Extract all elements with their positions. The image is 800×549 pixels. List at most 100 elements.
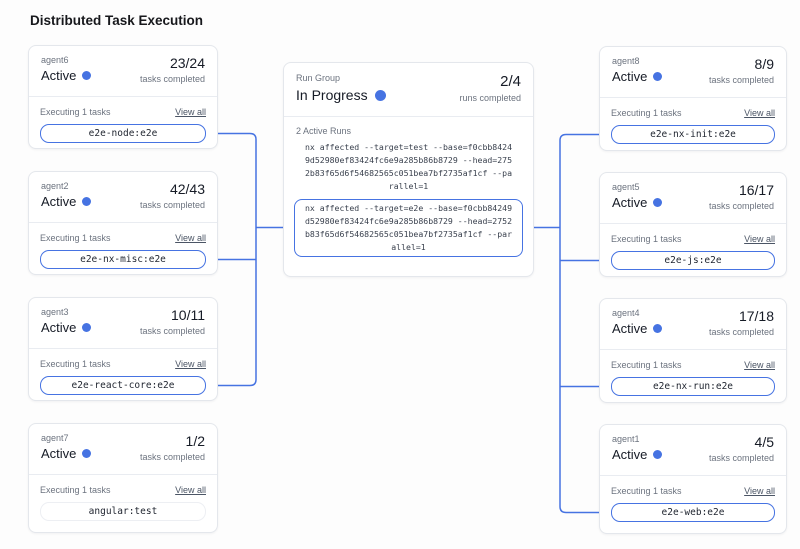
tasks-progress: 23/24 [140, 55, 205, 71]
tasks-completed-label: tasks completed [140, 452, 205, 462]
agent-status: Active [612, 69, 647, 84]
agent-card-body: Executing 1 tasks View all e2e-node:e2e [29, 96, 217, 143]
executing-label: Executing 1 tasks [611, 234, 682, 244]
view-all-link[interactable]: View all [175, 107, 206, 117]
active-status-dot-icon [82, 449, 91, 458]
executing-label: Executing 1 tasks [611, 108, 682, 118]
agent-card-agent2: agent2 Active 42/43 tasks completed Exec… [28, 171, 218, 275]
run-group-label: Run Group [296, 73, 386, 83]
agent-card-agent1: agent1 Active 4/5 tasks completed Execut… [599, 424, 787, 534]
agent-status: Active [41, 446, 76, 461]
view-all-link[interactable]: View all [744, 486, 775, 496]
view-all-link[interactable]: View all [175, 485, 206, 495]
agent-card-header: agent1 Active 4/5 tasks completed [600, 425, 786, 475]
agent-status: Active [41, 194, 76, 209]
agent-status: Active [612, 447, 647, 462]
agent-card-agent3: agent3 Active 10/11 tasks completed Exec… [28, 297, 218, 401]
agent-status: Active [41, 320, 76, 335]
agent-card-header: agent8 Active 8/9 tasks completed [600, 47, 786, 97]
run-command-test[interactable]: nx affected --target=test --base=f0cbb84… [304, 141, 513, 193]
view-all-link[interactable]: View all [175, 233, 206, 243]
task-chip[interactable]: e2e-nx-init:e2e [611, 125, 775, 144]
tasks-progress: 16/17 [709, 182, 774, 198]
view-all-link[interactable]: View all [744, 108, 775, 118]
executing-label: Executing 1 tasks [611, 486, 682, 496]
executing-label: Executing 1 tasks [40, 107, 111, 117]
active-status-dot-icon [653, 324, 662, 333]
tasks-completed-label: tasks completed [140, 200, 205, 210]
active-status-dot-icon [653, 198, 662, 207]
agent-card-agent6: agent6 Active 23/24 tasks completed Exec… [28, 45, 218, 149]
agent-card-agent4: agent4 Active 17/18 tasks completed Exec… [599, 298, 787, 403]
agent-card-body: Executing 1 tasks View all e2e-nx-init:e… [600, 97, 786, 144]
tasks-completed-label: tasks completed [140, 74, 205, 84]
agent-card-body: Executing 1 tasks View all angular:test [29, 474, 217, 521]
active-status-dot-icon [82, 197, 91, 206]
run-command-e2e[interactable]: nx affected --target=e2e --base=f0cbb842… [294, 199, 523, 257]
agent-card-header: agent5 Active 16/17 tasks completed [600, 173, 786, 223]
task-chip[interactable]: e2e-nx-misc:e2e [40, 250, 206, 269]
agent-card-agent5: agent5 Active 16/17 tasks completed Exec… [599, 172, 787, 277]
task-chip[interactable]: e2e-nx-run:e2e [611, 377, 775, 396]
agent-name: agent1 [612, 434, 662, 444]
executing-label: Executing 1 tasks [40, 233, 111, 243]
tasks-completed-label: tasks completed [709, 201, 774, 211]
active-runs-label: 2 Active Runs [294, 125, 523, 137]
agent-name: agent7 [41, 433, 91, 443]
agent-card-header: agent6 Active 23/24 tasks completed [29, 46, 217, 96]
run-group-body: 2 Active Runs nx affected --target=test … [284, 116, 533, 257]
agent-status: Active [612, 195, 647, 210]
runs-completed-label: runs completed [459, 93, 521, 103]
agent-card-body: Executing 1 tasks View all e2e-nx-run:e2… [600, 349, 786, 396]
agent-card-agent7: agent7 Active 1/2 tasks completed Execut… [28, 423, 218, 533]
view-all-link[interactable]: View all [175, 359, 206, 369]
agent-name: agent4 [612, 308, 662, 318]
agent-name: agent3 [41, 307, 91, 317]
view-all-link[interactable]: View all [744, 234, 775, 244]
tasks-progress: 42/43 [140, 181, 205, 197]
tasks-progress: 1/2 [140, 433, 205, 449]
task-chip[interactable]: e2e-web:e2e [611, 503, 775, 522]
tasks-completed-label: tasks completed [140, 326, 205, 336]
tasks-completed-label: tasks completed [709, 327, 774, 337]
agent-name: agent8 [612, 56, 662, 66]
agent-name: agent5 [612, 182, 662, 192]
active-status-dot-icon [653, 72, 662, 81]
agent-card-agent8: agent8 Active 8/9 tasks completed Execut… [599, 46, 787, 151]
task-chip[interactable]: e2e-node:e2e [40, 124, 206, 143]
tasks-progress: 8/9 [709, 56, 774, 72]
executing-label: Executing 1 tasks [40, 359, 111, 369]
run-group-card: Run Group In Progress 2/4 runs completed… [283, 62, 534, 277]
agent-status: Active [612, 321, 647, 336]
task-chip[interactable]: e2e-react-core:e2e [40, 376, 206, 395]
run-group-status: In Progress [296, 87, 368, 103]
run-group-header: Run Group In Progress 2/4 runs completed [284, 63, 533, 116]
in-progress-dot-icon [375, 90, 386, 101]
executing-label: Executing 1 tasks [611, 360, 682, 370]
task-chip[interactable]: angular:test [40, 502, 206, 521]
agent-card-body: Executing 1 tasks View all e2e-react-cor… [29, 348, 217, 395]
agent-card-header: agent4 Active 17/18 tasks completed [600, 299, 786, 349]
active-status-dot-icon [82, 323, 91, 332]
tasks-completed-label: tasks completed [709, 75, 774, 85]
agent-status: Active [41, 68, 76, 83]
page-title: Distributed Task Execution [30, 13, 203, 28]
agent-card-header: agent3 Active 10/11 tasks completed [29, 298, 217, 348]
active-status-dot-icon [82, 71, 91, 80]
agent-card-header: agent7 Active 1/2 tasks completed [29, 424, 217, 474]
runs-progress: 2/4 [459, 73, 521, 90]
active-status-dot-icon [653, 450, 662, 459]
agent-card-body: Executing 1 tasks View all e2e-web:e2e [600, 475, 786, 522]
tasks-progress: 17/18 [709, 308, 774, 324]
agent-name: agent2 [41, 181, 91, 191]
agent-card-body: Executing 1 tasks View all e2e-nx-misc:e… [29, 222, 217, 269]
agent-card-body: Executing 1 tasks View all e2e-js:e2e [600, 223, 786, 270]
agent-card-header: agent2 Active 42/43 tasks completed [29, 172, 217, 222]
executing-label: Executing 1 tasks [40, 485, 111, 495]
tasks-progress: 4/5 [709, 434, 774, 450]
view-all-link[interactable]: View all [744, 360, 775, 370]
tasks-completed-label: tasks completed [709, 453, 774, 463]
tasks-progress: 10/11 [140, 307, 205, 323]
task-chip[interactable]: e2e-js:e2e [611, 251, 775, 270]
agent-name: agent6 [41, 55, 91, 65]
